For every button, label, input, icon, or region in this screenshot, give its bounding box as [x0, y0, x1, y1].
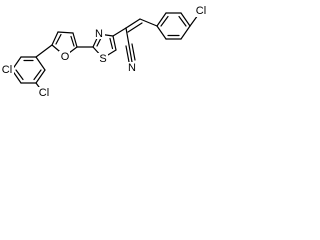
bond [33, 69, 42, 81]
atom-label-cl: Cl [196, 5, 206, 17]
bond [70, 35, 75, 47]
bond [72, 32, 78, 48]
atom-label-s: S [99, 53, 106, 65]
structure-canvas: Cl Cl O N S N Cl [0, 0, 270, 105]
bond [35, 44, 53, 58]
atom-label-cl: Cl [2, 64, 12, 76]
bond [128, 44, 133, 63]
bond [127, 22, 143, 33]
bond [51, 31, 59, 46]
bond [112, 35, 117, 51]
label-background [127, 62, 138, 74]
label-background [37, 87, 51, 99]
bond [180, 25, 191, 40]
label-background [0, 64, 14, 76]
bond [125, 18, 141, 29]
chemical-structure-diagram: Cl Cl O N S N Cl [0, 5, 208, 99]
bond [15, 69, 24, 81]
bond [180, 12, 191, 27]
bond [35, 69, 46, 84]
bond [160, 15, 169, 27]
bond-lines [5, 12, 199, 92]
bond [156, 25, 167, 40]
bond [125, 27, 130, 46]
bond [156, 12, 167, 27]
atom-label-n: N [128, 62, 136, 74]
atom-label-cl: Cl [39, 87, 49, 99]
bond [55, 33, 62, 45]
bond [112, 27, 127, 37]
label-background [94, 28, 105, 39]
bond [35, 56, 46, 71]
bond [125, 45, 130, 63]
bond [139, 18, 158, 27]
label-background [59, 51, 70, 62]
atom-labels: Cl Cl O N S N Cl [0, 5, 208, 99]
bond [57, 31, 74, 34]
atom-label-n: N [95, 28, 103, 40]
bond [109, 37, 114, 50]
label-background [97, 53, 108, 64]
bond [178, 15, 187, 27]
label-background [194, 5, 208, 17]
bond [131, 43, 136, 61]
atom-label-o: O [61, 51, 70, 63]
